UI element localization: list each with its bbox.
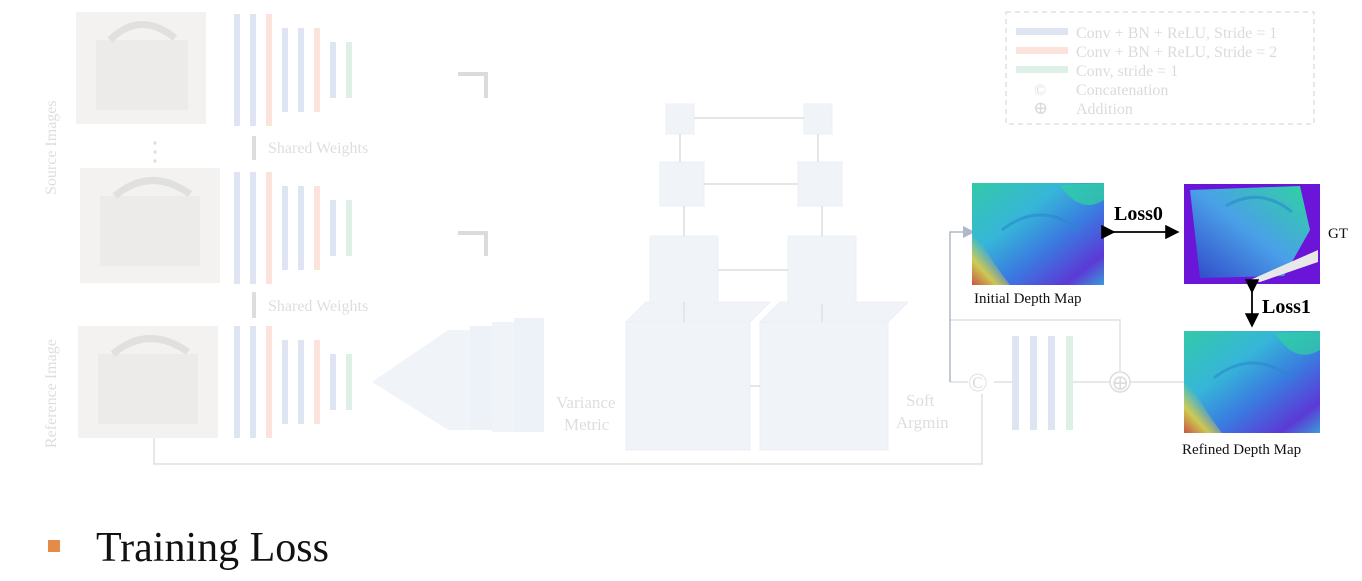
slide-bullet-title: Training Loss: [96, 525, 329, 571]
cube-connections: [679, 117, 823, 387]
source-image-2: [80, 168, 220, 283]
addition-node: [1109, 371, 1131, 393]
legend-swatch-blue: [1016, 28, 1068, 35]
loss0-label: Loss0: [1114, 203, 1163, 225]
bullet-marker: [48, 540, 60, 552]
refined-depth-map-label: Refined Depth Map: [1182, 442, 1301, 458]
legend-label-concat: Concatenation: [1076, 82, 1168, 99]
warp-arrow-2: [458, 231, 488, 256]
faded-network: Source Images Reference Image ⋮: [43, 11, 1315, 465]
source-image-1: [76, 12, 206, 124]
gt-label: GT: [1328, 226, 1348, 242]
warp-arrow-1: [458, 72, 488, 98]
feature-net-row-3: [234, 326, 352, 438]
reference-image-label: Reference Image: [43, 339, 60, 448]
legend-label-stride2: Conv + BN + ReLU, Stride = 2: [1076, 44, 1277, 61]
legend-label-stride1: Conv + BN + ReLU, Stride = 1: [1076, 25, 1277, 42]
reference-image: [78, 326, 218, 438]
ellipsis: ⋮: [142, 137, 168, 166]
legend-swatch-orange: [1016, 47, 1068, 54]
feature-net-row-1: [234, 14, 352, 126]
initial-depth-map-image: [972, 183, 1104, 285]
concat-node-symbol: ©: [968, 368, 988, 397]
refine-net: [1012, 336, 1073, 430]
source-images-label: Source Images: [43, 100, 60, 195]
legend-box: [1005, 11, 1315, 125]
soft-argmin-label-1: Soft: [906, 391, 935, 410]
legend-label-add: Addition: [1076, 101, 1133, 118]
legend: Conv + BN + ReLU, Stride = 1 Conv + BN +…: [1005, 11, 1315, 125]
initial-depth-map-label: Initial Depth Map: [974, 291, 1081, 307]
legend-label-conv: Conv, stride = 1: [1076, 63, 1178, 80]
shared-weights-label-1: Shared Weights: [268, 140, 368, 157]
addition-node-symbol: ⊕: [1111, 370, 1129, 395]
refined-depth-map-image: [1184, 331, 1320, 433]
regularization-cubes: [624, 103, 910, 451]
flow-lines: [153, 319, 1184, 465]
legend-add-symbol: ⊕: [1033, 98, 1048, 118]
legend-concat-symbol: ©: [1034, 82, 1046, 99]
legend-swatch-green: [1016, 66, 1068, 73]
gt-depth-map-image: [1184, 184, 1320, 284]
feature-net-row-2: [234, 172, 352, 284]
soft-argmin-label-2: Argmin: [896, 413, 949, 432]
loss1-label: Loss1: [1262, 296, 1311, 318]
variance-metric-label-2: Metric: [564, 415, 610, 434]
shared-weights-label-2: Shared Weights: [268, 298, 368, 315]
cost-volume: [372, 318, 544, 432]
variance-metric-label-1: Variance: [556, 393, 615, 412]
to-initial-depth-arrow: [949, 226, 975, 382]
